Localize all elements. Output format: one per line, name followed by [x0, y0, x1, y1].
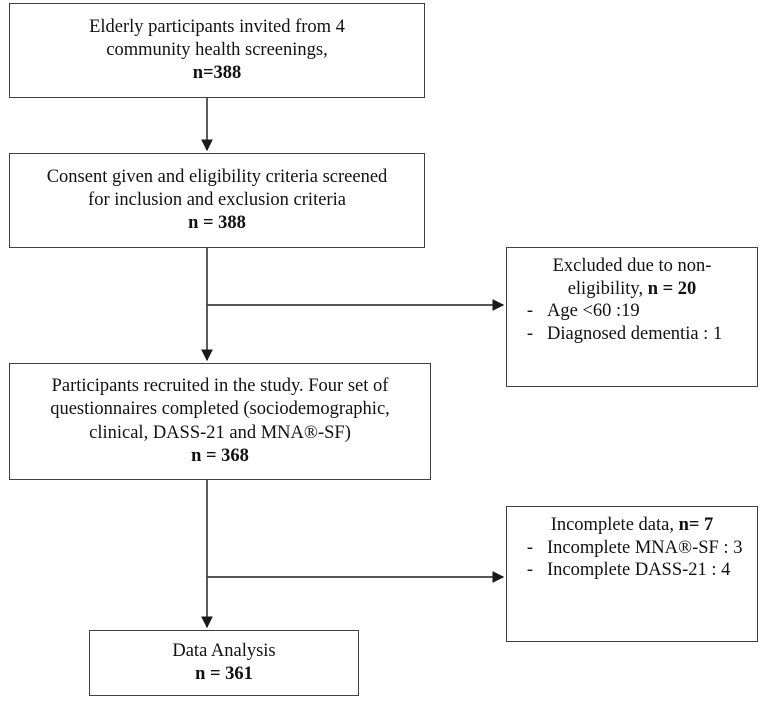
node-excluded-bullets: - Age <60 :19 - Diagnosed dementia : 1 [513, 300, 751, 345]
node-incomplete-count: n= 7 [678, 515, 714, 535]
node-incomplete-head: Incomplete data, n= 7 [513, 514, 751, 537]
node-excluded-head-line2: eligibility, n = 20 [513, 278, 751, 301]
list-item: - Diagnosed dementia : 1 [513, 323, 751, 346]
node-excluded: Excluded due to non- eligibility, n = 20… [506, 247, 758, 387]
bullet-dash-icon: - [526, 560, 534, 581]
node-consent-line2: for inclusion and exclusion criteria [88, 189, 346, 210]
node-invited-line1: Elderly participants invited from 4 [89, 16, 345, 37]
bullet-dash-icon: - [526, 301, 534, 322]
bullet-dash-icon: - [526, 537, 534, 558]
node-recruited-line3: clinical, DASS-21 and MNA®-SF) [89, 422, 351, 443]
node-data-analysis-count: n = 361 [195, 664, 253, 684]
bullet-text: Age <60 :19 [547, 301, 640, 322]
node-data-analysis-label: Data Analysis [172, 640, 276, 661]
node-invited-line2: community health screenings, [106, 39, 328, 60]
bullet-text: Diagnosed dementia : 1 [547, 323, 723, 344]
node-invited-count: n=388 [192, 63, 242, 84]
bullet-text: Incomplete MNA®-SF : 3 [547, 537, 743, 558]
node-recruited-count: n = 368 [191, 445, 249, 466]
bullet-dash-icon: - [526, 323, 534, 344]
node-incomplete-bullets: - Incomplete MNA®-SF : 3 - Incomplete DA… [513, 537, 751, 582]
node-invited: Elderly participants invited from 4 comm… [9, 3, 425, 98]
node-incomplete-head-text: Incomplete data, [550, 515, 679, 535]
node-incomplete-data: Incomplete data, n= 7 - Incomplete MNA®-… [506, 506, 758, 642]
list-item: - Age <60 :19 [513, 300, 751, 323]
list-item: - Incomplete DASS-21 : 4 [513, 559, 751, 582]
node-recruited-line2: questionnaires completed (sociodemograph… [50, 399, 390, 420]
node-recruited: Participants recruited in the study. Fou… [9, 363, 431, 480]
bullet-text: Incomplete DASS-21 : 4 [547, 560, 731, 581]
node-data-analysis: Data Analysis n = 361 [89, 630, 359, 696]
node-excluded-head-line1: Excluded due to non- [552, 256, 712, 276]
node-recruited-line1: Participants recruited in the study. Fou… [51, 375, 389, 396]
list-item: - Incomplete MNA®-SF : 3 [513, 537, 751, 560]
node-consent-line1: Consent given and eligibility criteria s… [46, 166, 388, 187]
node-consent: Consent given and eligibility criteria s… [9, 153, 425, 248]
node-excluded-head-text: eligibility, [567, 278, 648, 299]
node-excluded-count: n = 20 [647, 278, 697, 299]
node-consent-count: n = 388 [188, 213, 246, 234]
